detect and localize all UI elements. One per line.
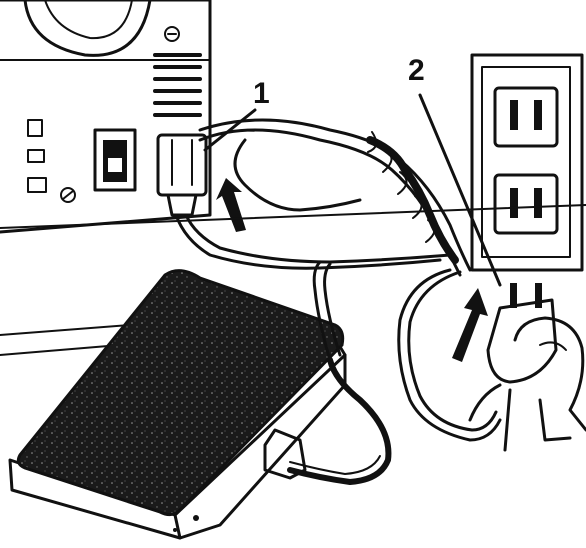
outlet-socket-bottom (495, 175, 557, 233)
side-markings (28, 120, 75, 202)
insert-arrow-machine (216, 178, 246, 232)
outlet-socket-top (495, 88, 557, 146)
pedal-surface (18, 271, 342, 515)
wall-outlet (472, 55, 582, 270)
cord-coil (176, 120, 470, 275)
callout-2-label: 2 (408, 54, 425, 87)
foot-controller (10, 262, 388, 538)
callout-1: 1 (205, 77, 270, 150)
vent-slots (155, 27, 200, 115)
power-switch (95, 130, 135, 190)
sewing-machine-body (0, 0, 210, 232)
callout-1-label: 1 (253, 77, 270, 110)
hand (470, 318, 586, 450)
callout-2: 2 (408, 54, 500, 285)
machine-socket-plug (158, 135, 206, 215)
plug-cord (399, 270, 500, 440)
wall-plug (488, 283, 556, 382)
insert-arrow-outlet (452, 288, 488, 362)
hand-wheel (25, 0, 150, 55)
